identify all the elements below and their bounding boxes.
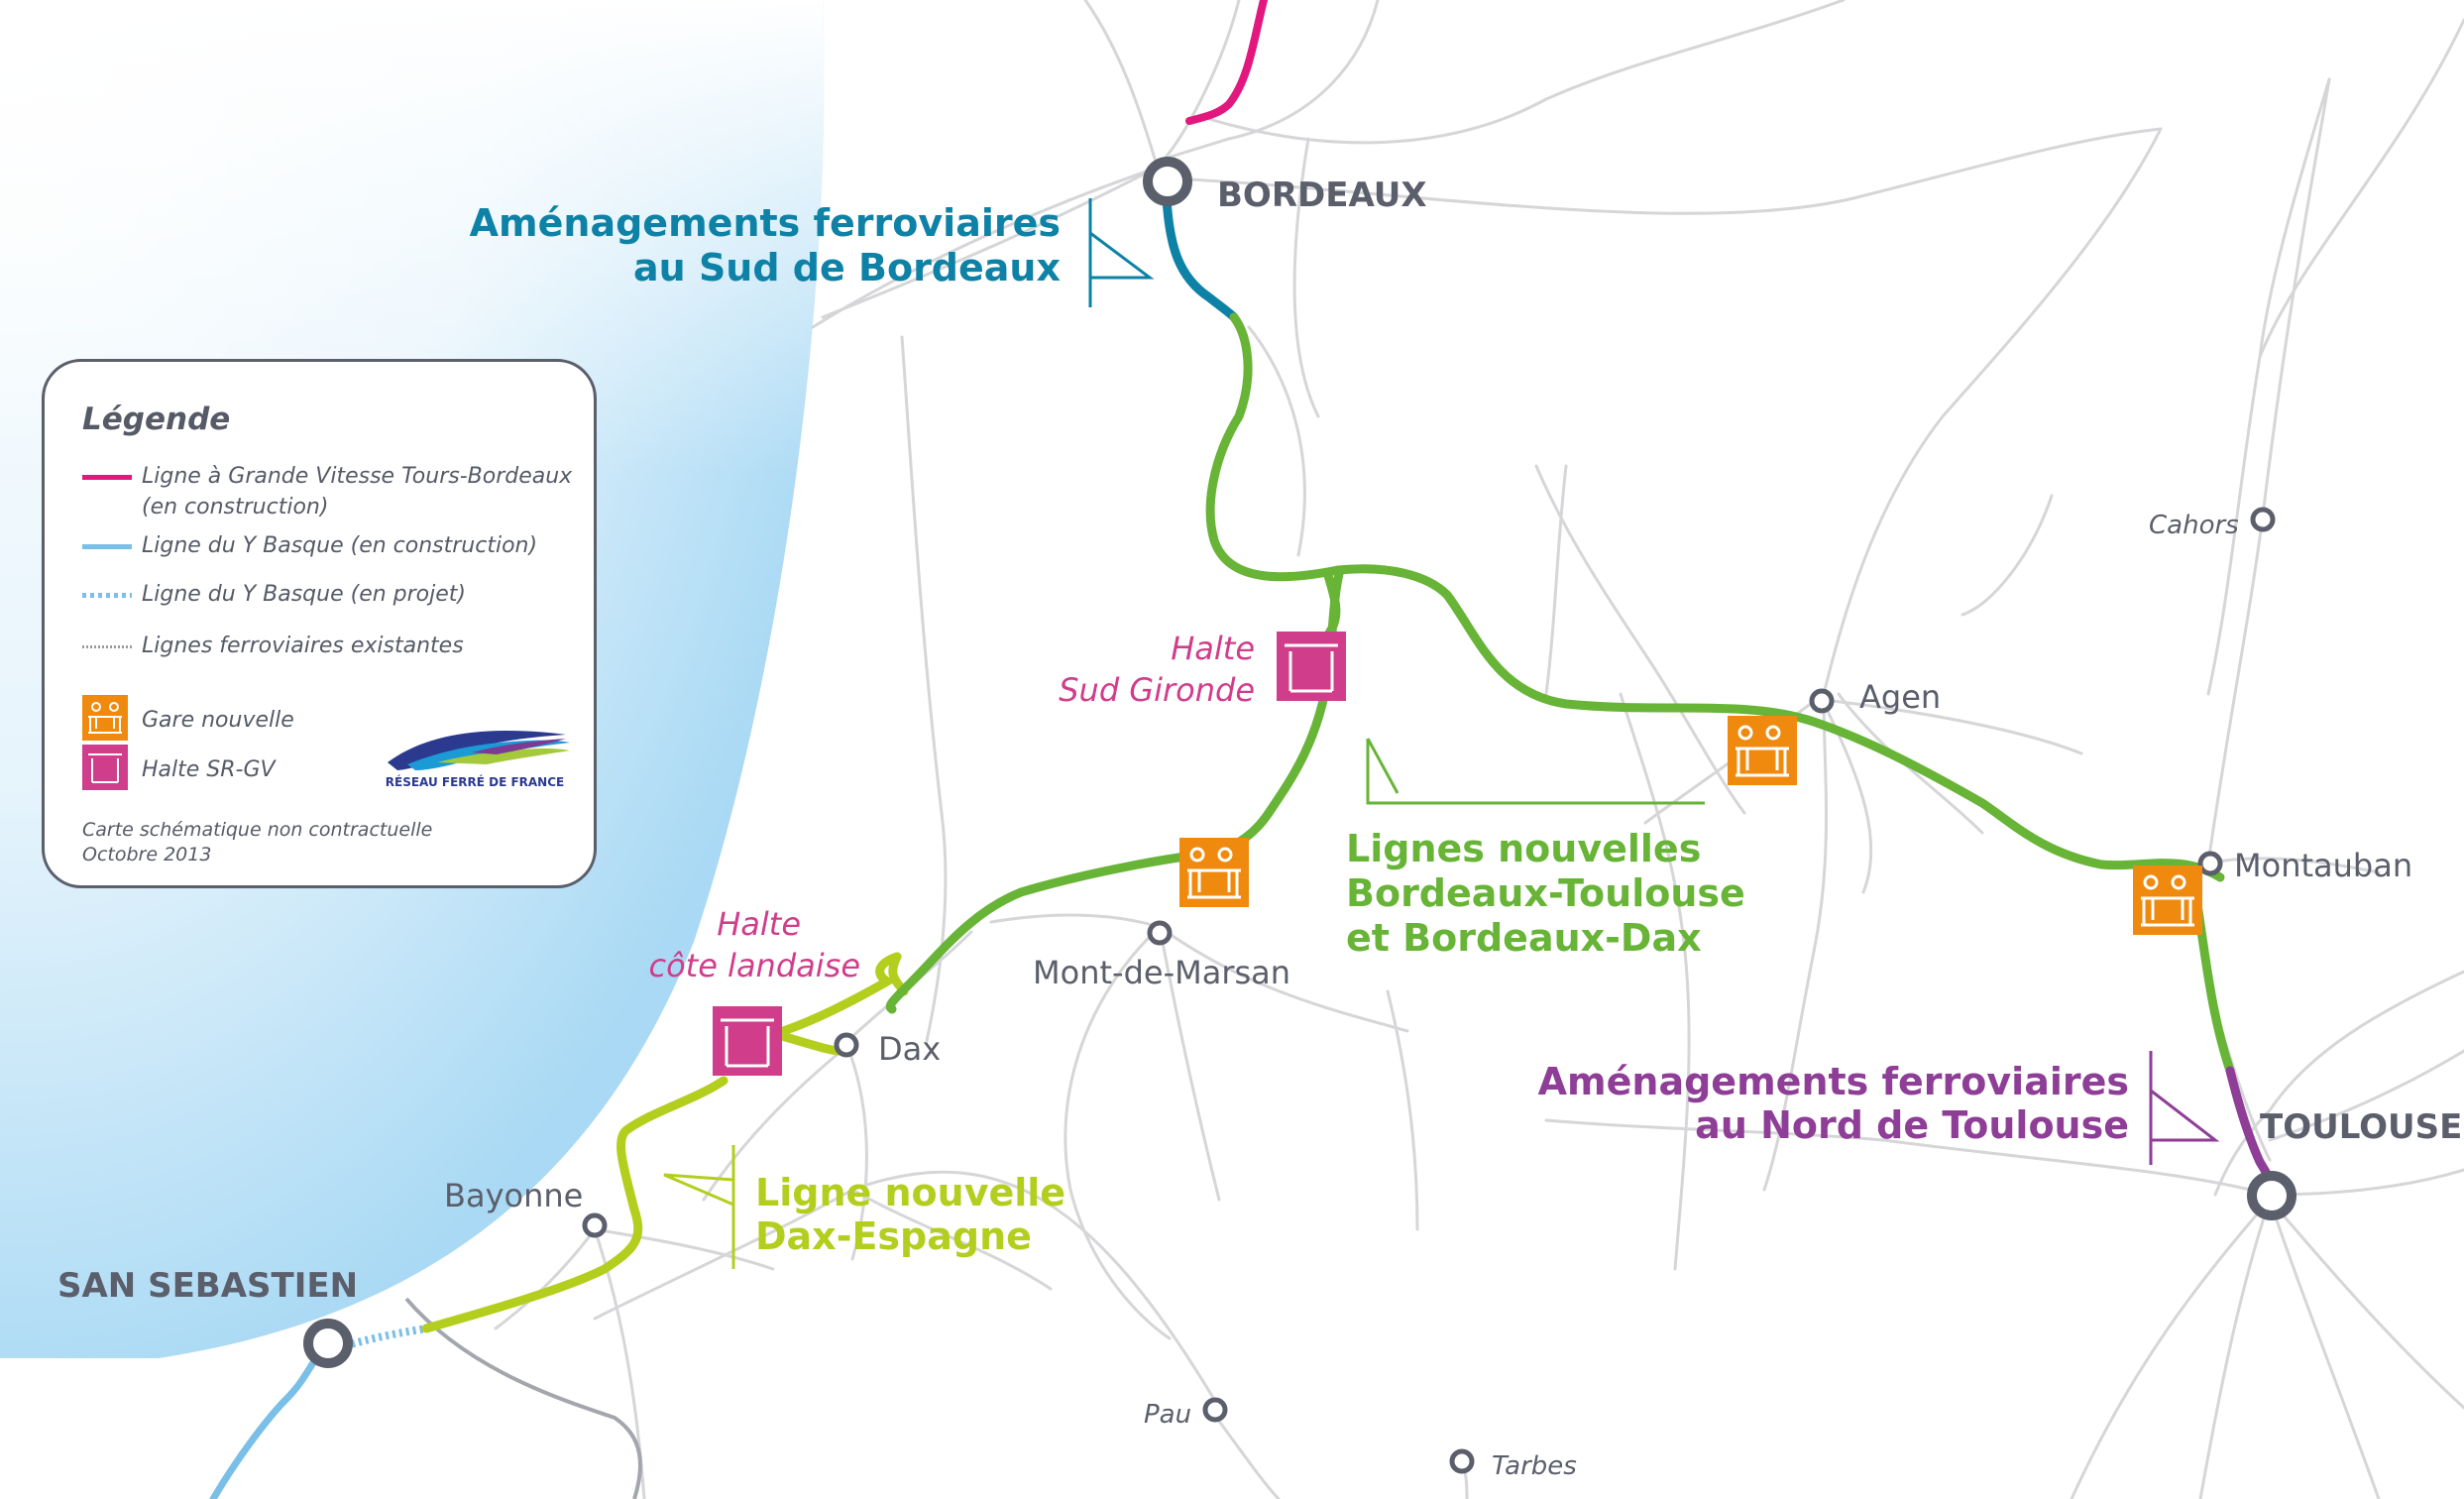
station-dax [834, 1032, 859, 1058]
callout-bordeaux-south-1: Aménagements ferroviaires [470, 201, 1061, 245]
existing-rail-lines [494, 0, 2464, 1499]
gare-nouvelle-icon [82, 695, 128, 741]
legend-swatch-lgv [82, 475, 132, 480]
label-agen: Agen [1859, 678, 1941, 716]
legend-text-existing-lines: Lignes ferroviaires existantes [142, 634, 464, 658]
label-halte-cote-landaise-2: côte landaise [648, 947, 860, 984]
minor-stations [582, 507, 2276, 1474]
callout-dax-espagne-1: Ligne nouvelle [755, 1171, 1065, 1214]
san-sebastien-local-line [404, 1297, 642, 1499]
halte-icon [1277, 632, 1346, 701]
legend-text-lgv: Ligne à Grande Vitesse Tours-Bordeaux (e… [142, 464, 573, 519]
label-mont-de-marsan: Mont-de-Marsan [1033, 954, 1290, 991]
callout-toulouse-north-2: au Nord de Toulouse [1695, 1103, 2129, 1147]
halte-labels: Halte Sud Gironde Halte côte landaise [648, 630, 1255, 984]
bordeaux-south-section [1162, 193, 1239, 322]
label-toulouse: TOULOUSE [2260, 1107, 2462, 1147]
rff-logo-text: RÉSEAU FERRÉ DE FRANCE [386, 774, 564, 789]
station-montauban [2197, 851, 2223, 876]
legend-text-halte: Halte SR-GV [142, 757, 276, 782]
y-basque-construction-line [209, 1342, 331, 1499]
halte-icon [82, 745, 128, 790]
callout-brackets [663, 198, 2220, 1269]
gare-nouvelle-icon [2133, 865, 2202, 935]
callout-gpso-3: et Bordeaux-Dax [1346, 916, 1702, 960]
label-tarbes: Tarbes [1492, 1451, 1577, 1481]
major-stations [303, 157, 2296, 1368]
label-halte-cote-landaise-1: Halte [717, 905, 801, 943]
station-mont-de-marsan [1147, 920, 1173, 946]
legend-text-gare-nouvelle: Gare nouvelle [142, 708, 294, 733]
station-bordeaux [1143, 157, 1192, 206]
legend-text-y-basque-construction: Ligne du Y Basque (en construction) [142, 533, 538, 558]
callout-labels: Aménagements ferroviaires au Sud de Bord… [470, 201, 2129, 1258]
station-pau [1202, 1397, 1228, 1423]
legend: Légende Ligne à Grande Vitesse Tours-Bor… [42, 359, 597, 888]
city-labels: BORDEAUX TOULOUSE SAN SEBASTIEN Cahors A… [57, 175, 2462, 1481]
legend-swatch-y-basque-projet [82, 593, 132, 598]
legend-note-line-1: Carte schématique non contractuelle [82, 819, 433, 841]
label-pau: Pau [1144, 1400, 1191, 1430]
lgv-tours-bordeaux-line [1185, 0, 1268, 125]
legend-title: Légende [82, 402, 231, 437]
callout-gpso-2: Bordeaux-Toulouse [1346, 871, 1745, 915]
label-bayonne: Bayonne [444, 1177, 583, 1214]
label-san-sebastien: SAN SEBASTIEN [57, 1266, 358, 1306]
legend-swatch-y-basque-construction [82, 544, 132, 549]
gare-nouvelle-icon [1179, 838, 1249, 907]
legend-swatch-existing-lines [82, 645, 132, 648]
label-halte-sud-gironde-2: Sud Gironde [1059, 671, 1255, 709]
station-toulouse [2247, 1171, 2296, 1220]
callout-dax-espagne-2: Dax-Espagne [755, 1214, 1032, 1258]
legend-note: Carte schématique non contractuelle Octo… [82, 818, 432, 867]
station-cahors [2250, 507, 2276, 532]
station-bayonne [582, 1212, 608, 1238]
rff-logo: RÉSEAU FERRÉ DE FRANCE [386, 731, 570, 789]
label-dax: Dax [878, 1030, 941, 1068]
halte-icon [713, 1006, 782, 1076]
callout-bordeaux-south-2: au Sud de Bordeaux [633, 246, 1061, 289]
legend-note-line-2: Octobre 2013 [82, 844, 212, 865]
label-halte-sud-gironde-1: Halte [1171, 630, 1255, 667]
station-agen [1809, 688, 1835, 714]
gare-nouvelle-icon [1728, 716, 1797, 785]
station-tarbes [1449, 1448, 1475, 1474]
legend-text-y-basque-projet: Ligne du Y Basque (en projet) [142, 582, 466, 607]
label-cahors: Cahors [2149, 511, 2239, 540]
y-basque-projet-line [330, 1325, 427, 1354]
callout-gpso-1: Lignes nouvelles [1346, 827, 1701, 870]
station-san-sebastien [303, 1319, 353, 1368]
callout-toulouse-north-1: Aménagements ferroviaires [1538, 1060, 2129, 1103]
label-montauban: Montauban [2234, 847, 2412, 884]
label-bordeaux: BORDEAUX [1217, 175, 1427, 215]
